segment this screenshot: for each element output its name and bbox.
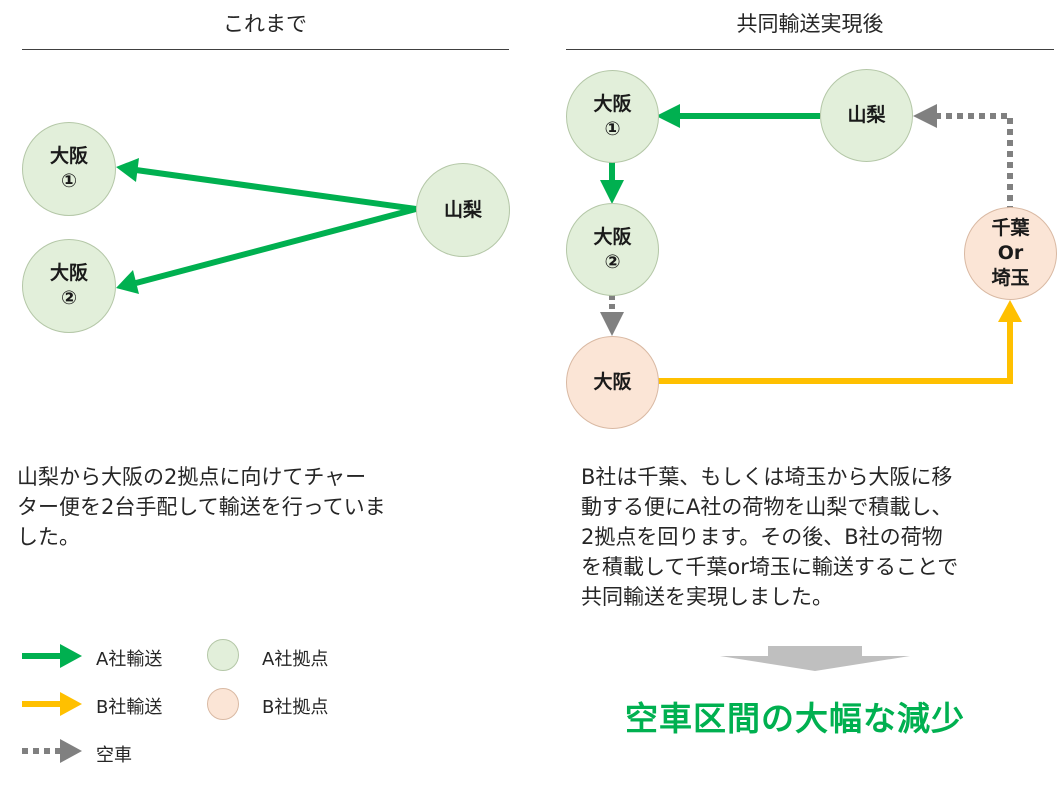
right-description: B社は千葉、もしくは埼玉から大阪に移 動する便にA社の荷物を山梨で積載し、 2拠… <box>581 462 1051 612</box>
right-node-saitama-label: 埼玉 <box>991 267 1030 289</box>
right-arrow-osaka2-to-osaka-empty <box>600 295 624 336</box>
right-arrow-osaka1-to-osaka2 <box>600 162 624 204</box>
conclusion-text: 空車区間の大幅な減少 <box>625 699 965 738</box>
legend-b-transport-arrow <box>22 692 82 716</box>
right-description-line: B社は千葉、もしくは埼玉から大阪に移 <box>581 465 953 489</box>
left-title-rule <box>22 49 509 50</box>
legend-empty-arrow <box>22 739 82 763</box>
left-node-osaka1-number: ① <box>60 170 78 192</box>
right-description-line: 動する便にA社の荷物を山梨で積載し、 <box>581 495 953 519</box>
legend-a-transport-label: A社輸送 <box>96 649 163 670</box>
left-arrow-yamanashi-to-osaka1 <box>116 158 417 212</box>
right-description-line: 2拠点を回ります。その後、B社の荷物 <box>581 525 943 549</box>
right-node-osaka2-name: 大阪 <box>593 225 632 248</box>
left-arrow-yamanashi-to-osaka2 <box>116 206 417 294</box>
right-arrow-osaka-to-chiba <box>658 300 1022 384</box>
right-node-chiba-saitama: 千葉 Or 埼玉 <box>964 207 1057 300</box>
left-node-osaka1: 大阪 ① <box>22 122 116 216</box>
legend-b-base-label: B社拠点 <box>262 697 329 718</box>
left-description-line: 山梨から大阪の2拠点に向けてチャー <box>17 465 367 489</box>
legend-a-base-swatch <box>207 639 239 671</box>
left-node-osaka2: 大阪 ② <box>22 239 116 333</box>
left-node-osaka2-name: 大阪 <box>49 262 88 284</box>
right-node-osaka-b: 大阪 <box>566 336 659 429</box>
right-arrow-chiba-to-yamanashi-empty <box>913 104 1013 212</box>
right-node-osaka2-number: ② <box>604 250 621 273</box>
left-node-osaka2-number: ② <box>60 287 78 309</box>
right-node-yamanashi-label: 山梨 <box>847 104 886 126</box>
right-node-yamanashi: 山梨 <box>820 69 913 162</box>
legend-a-base-label: A社拠点 <box>262 649 329 670</box>
left-section-title: これまで <box>223 12 307 36</box>
legend-empty-label: 空車 <box>96 745 132 766</box>
right-arrow-yamanashi-to-osaka1 <box>656 104 820 128</box>
legend-a-transport-arrow <box>22 644 82 668</box>
right-description-line: を積載して千葉or埼玉に輸送することで <box>581 555 959 579</box>
left-node-osaka1-name: 大阪 <box>49 145 88 167</box>
right-node-or-label: Or <box>997 242 1024 264</box>
right-node-chiba-label: 千葉 <box>991 217 1030 239</box>
right-node-osaka1-number: ① <box>604 117 621 140</box>
left-description-line: ター便を2台手配して輸送を行っていま <box>17 495 386 519</box>
left-description: 山梨から大阪の2拠点に向けてチャー ター便を2台手配して輸送を行っていま した。 <box>17 462 477 552</box>
left-node-yamanashi-label: 山梨 <box>443 198 482 221</box>
left-description-line: した。 <box>17 525 80 549</box>
legend-b-base-swatch <box>207 688 239 720</box>
legend-b-transport-label: B社輸送 <box>96 697 163 718</box>
right-title-rule <box>566 49 1054 50</box>
right-node-osaka-label: 大阪 <box>593 371 632 393</box>
conclusion-down-arrow <box>720 646 910 671</box>
right-node-osaka1-name: 大阪 <box>593 92 632 115</box>
right-description-line: 共同輸送を実現しました。 <box>581 585 833 609</box>
left-node-yamanashi: 山梨 <box>416 163 510 257</box>
right-section-title: 共同輸送実現後 <box>736 12 884 36</box>
